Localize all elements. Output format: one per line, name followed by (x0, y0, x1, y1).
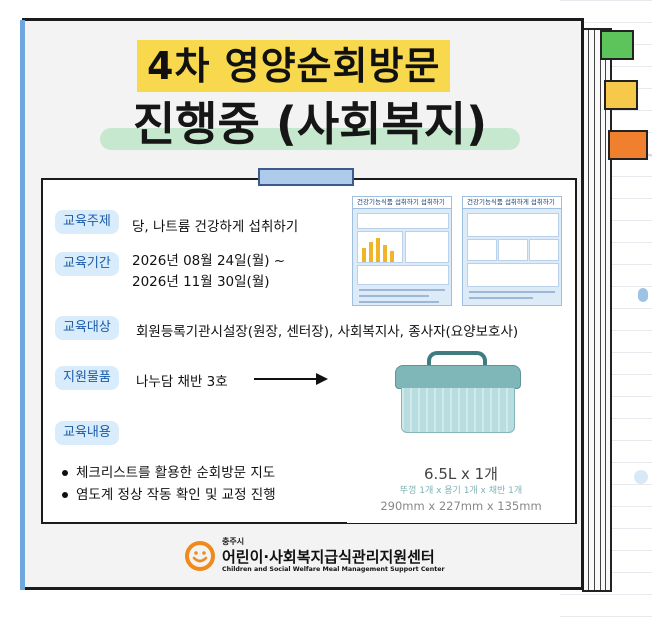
container-handle (427, 351, 487, 369)
decorative-dot (638, 288, 648, 302)
container-body (401, 387, 515, 433)
value-target: 회원등록기관시설장(원장, 센터장), 사회복지사, 종사자(요양보호사) (136, 324, 519, 340)
list-item: 염도계 정상 작동 확인 및 교정 진행 (62, 484, 276, 506)
tape-decoration (258, 168, 354, 186)
value-period-end: 2026년 11월 30일(월) (132, 274, 270, 290)
list-item: 체크리스트를 활용한 순회방문 지도 (62, 462, 276, 484)
bookmark-tab-yellow (604, 80, 638, 110)
label-target: 교육대상 (55, 316, 119, 340)
logo-org-name: 어린이·사회복지급식관리지원센터 (222, 548, 435, 566)
product-size: 6.5L x 1개 (424, 465, 498, 483)
arrow-right-icon (254, 378, 318, 380)
title-line-2: 진행중 (사회복지) (132, 97, 488, 151)
label-content: 교육내용 (55, 421, 119, 445)
product-image: 6.5L x 1개 뚜껑 1개 x 용기 1개 x 채반 1개 290mm x … (347, 345, 575, 523)
arrow-head-icon (316, 373, 328, 385)
decorative-dot (634, 470, 648, 484)
thumbnail-heading: 건강기능식품 섭취하기 섭취하기 (353, 197, 451, 209)
product-dimensions: 290mm x 227mm x 135mm (380, 499, 542, 513)
logo-city: 충주시 (222, 537, 245, 546)
education-material-thumbnail: 건강기능식품 섭취하게 섭취하기 (462, 196, 562, 306)
label-period: 교육기간 (55, 252, 119, 276)
logo-org-name-en: Children and Social Welfare Meal Managem… (222, 566, 445, 573)
label-topic: 교육주제 (55, 210, 119, 234)
smile-logo-icon (185, 541, 215, 571)
book-page-edges (582, 28, 612, 592)
thumbnail-heading: 건강기능식품 섭취하게 섭취하기 (463, 197, 561, 209)
value-period-start: 2026년 08월 24일(월) ~ (132, 253, 286, 269)
title-line-1: 4차 영양순회방문 (137, 40, 451, 92)
label-supplies: 지원물품 (55, 366, 119, 390)
title-highlight (100, 128, 520, 150)
value-topic: 당, 나트륨 건강하게 섭취하기 (132, 219, 299, 235)
education-material-thumbnail: 건강기능식품 섭취하기 섭취하기 (352, 196, 452, 306)
bookmark-tab-green (600, 30, 634, 60)
bookmark-tab-orange (608, 130, 648, 160)
value-supplies: 나누담 채반 3호 (136, 374, 228, 390)
content-bullet-list: 체크리스트를 활용한 순회방문 지도 염도계 정상 작동 확인 및 교정 진행 (62, 462, 276, 506)
container-lid (395, 365, 521, 389)
card-edge-accent (20, 20, 25, 590)
product-parts: 뚜껑 1개 x 용기 1개 x 채반 1개 (399, 486, 523, 496)
